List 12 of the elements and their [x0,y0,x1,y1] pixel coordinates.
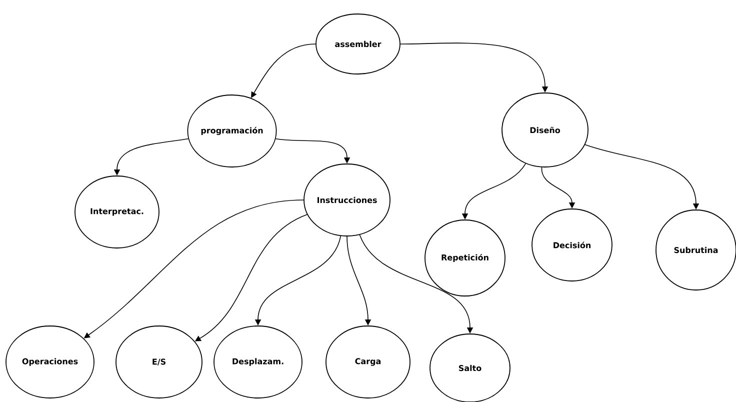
ellipse-node: Desplazam. [214,326,302,398]
ellipse-node: Repetición [424,220,506,296]
ellipse-node: Interpretac. [74,176,160,248]
ellipse-node: programación [187,94,277,168]
ellipse-node: Decisión [532,208,612,282]
ellipse-node: Carga [326,326,410,398]
ellipse-node: Instrucciones [304,164,390,236]
ellipse-node: assembler [316,14,400,74]
ellipse-node: Diseño [502,92,588,168]
arrow [251,44,316,98]
ellipse-node: E/S [116,326,202,398]
ellipse-node: Operaciones [6,326,94,398]
